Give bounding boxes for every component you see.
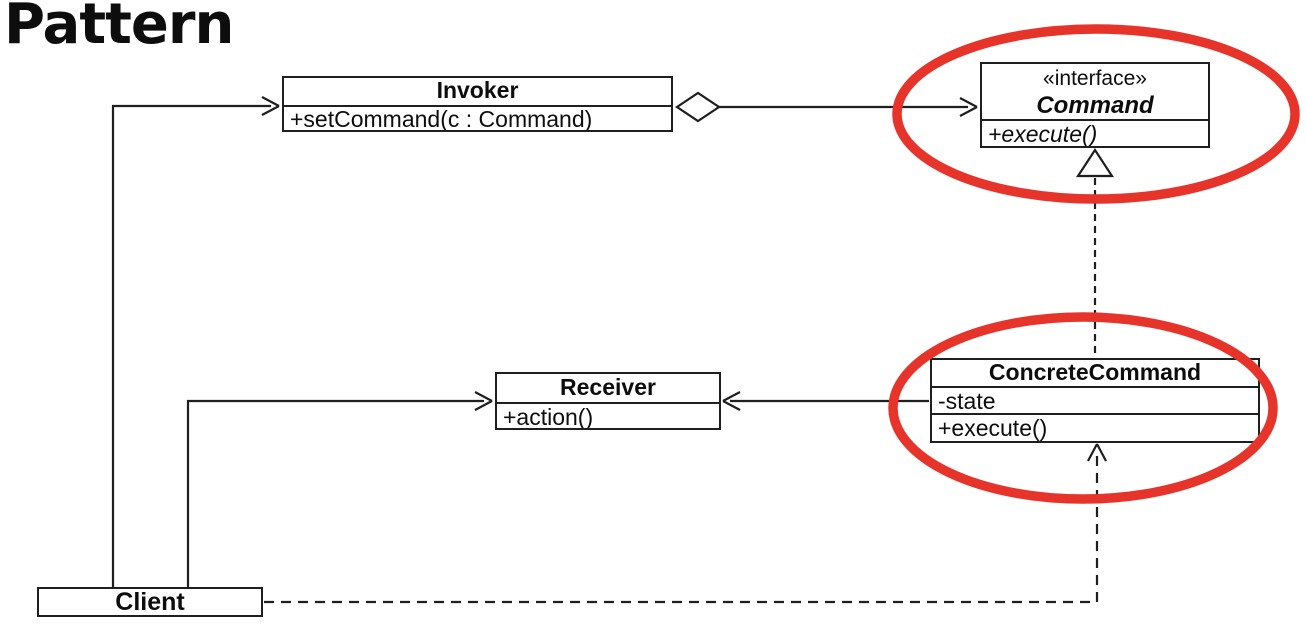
class-name-concrete-command: ConcreteCommand [932, 360, 1258, 388]
class-box-invoker: Invoker +setCommand(c : Command) [282, 76, 673, 132]
realization-triangle-icon [1075, 147, 1115, 178]
method-execute-concrete: +execute() [938, 415, 1048, 442]
attribute-state: -state [932, 388, 1258, 416]
class-box-receiver: Receiver +action() [495, 372, 721, 430]
class-box-client: Client [37, 587, 263, 617]
stereotype-interface: «interface» [1043, 67, 1147, 90]
page-title: Pattern [4, 0, 234, 57]
method-setcommand: +setCommand(c : Command) [290, 106, 593, 130]
client-to-invoker-line [111, 104, 271, 588]
class-box-concrete-command: ConcreteCommand -state +execute() [930, 358, 1260, 443]
class-name-command: Command [1036, 92, 1154, 119]
client-to-concrete-arrowhead-icon [1087, 443, 1107, 462]
client-to-receiver-line [186, 399, 484, 588]
method-action: +action() [503, 403, 594, 428]
class-name-receiver: Receiver [497, 374, 719, 404]
aggregation-diamond-icon [675, 91, 721, 123]
interface-box-command: «interface» Command +execute() [980, 62, 1210, 148]
client-to-receiver-arrowhead-icon [474, 391, 493, 411]
class-name-client: Client [115, 589, 185, 615]
method-execute-command: +execute() [988, 121, 1098, 146]
client-to-invoker-arrowhead-icon [261, 96, 280, 116]
invoker-to-command-arrowhead-icon [959, 97, 978, 117]
concrete-to-receiver-arrowhead-icon [722, 391, 741, 411]
client-to-concrete-dashed-line [264, 452, 1099, 604]
class-name-invoker: Invoker [284, 78, 671, 107]
